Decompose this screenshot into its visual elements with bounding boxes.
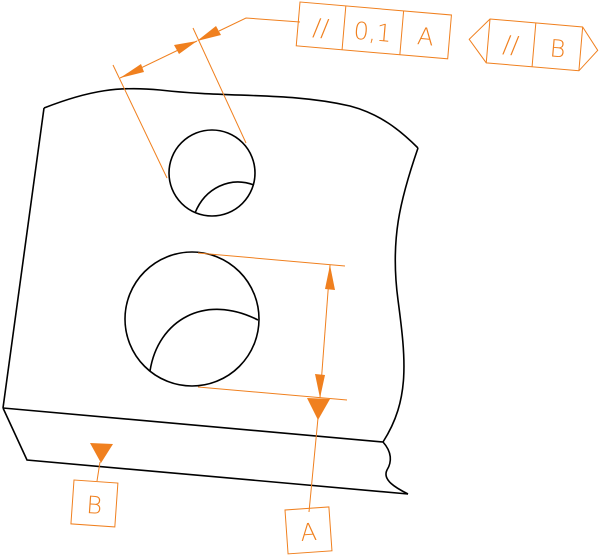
datum-box [70,479,119,528]
feature-control-frame-1: // 0,1 A [295,1,452,60]
break-edge-lower [382,441,409,495]
top-dimension [112,17,301,179]
small-hole-circle [168,129,256,217]
break-edge-right [382,147,419,443]
arrowhead [325,265,335,290]
datum-b: B [70,443,119,528]
extension-line [192,27,247,144]
frame-divider [485,18,491,63]
small-hole [168,129,256,217]
front-bottom-edge [2,407,409,495]
left-edge [2,107,45,409]
frame-divider [578,26,584,71]
frame-border [295,1,452,60]
datum-box [284,506,333,555]
leader-line [218,17,301,32]
datum-reference: A [416,22,435,51]
frame-divider [531,22,537,67]
extension-line [197,252,346,267]
datum-triangle [307,398,330,420]
arrowhead [120,64,144,78]
tolerance-value: 0,1 [352,17,392,48]
datum-leader [96,461,101,482]
datum-triangle [90,443,113,463]
datum-leader [308,417,319,513]
datum-label-a: A [299,518,317,547]
arrowhead [315,374,325,398]
large-hole-circle [124,251,260,387]
large-hole-inner-arc [149,308,259,372]
small-hole-inner-arc [194,181,255,214]
arrowhead [197,26,221,41]
large-hole [124,251,260,387]
parallelism-symbol: // [312,13,331,42]
extension-line [112,64,168,179]
datum-label-b: B [85,491,103,520]
datum-reference: B [549,34,567,63]
frame-divider [399,10,405,55]
front-top-edge [2,407,384,443]
parallelism-symbol: // [502,30,521,59]
frame-divider [341,5,347,50]
datum-a: A [284,398,333,555]
feature-control-frame-2: // B [468,18,599,72]
top-edge [43,87,419,149]
extension-line [197,386,348,401]
right-dimension [197,252,348,401]
arrowhead [174,41,197,54]
part-outline [2,87,419,495]
